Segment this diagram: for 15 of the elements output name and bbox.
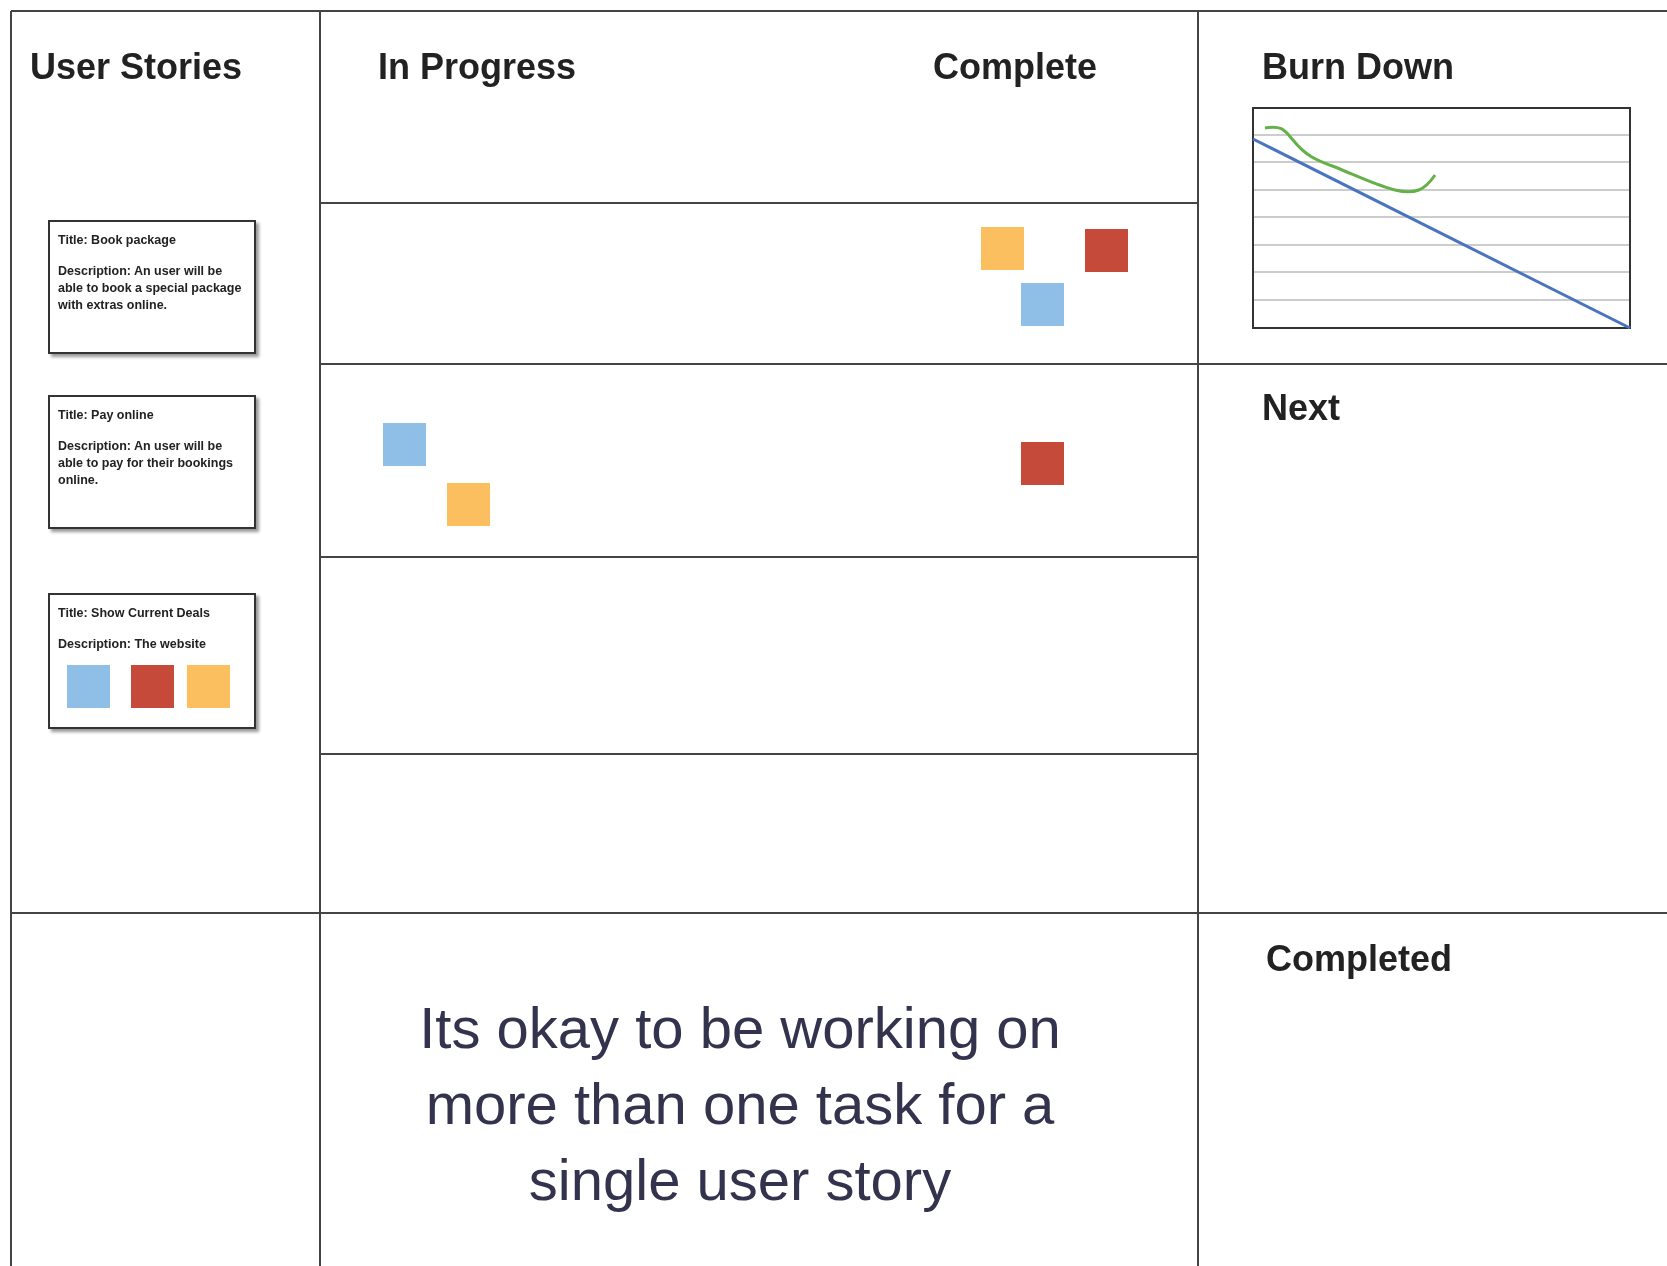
card-description: Description: An user will be able to pay for their bookings online. bbox=[58, 438, 235, 489]
card-title: Title: Show Current Deals bbox=[58, 605, 211, 622]
card-title: Title: Book package bbox=[58, 232, 177, 249]
panel-heading: Completed bbox=[1266, 938, 1452, 980]
note-text: Its okay to be working on more than one task for a single user story bbox=[418, 994, 1062, 1214]
card-description: Description: The website bbox=[58, 636, 207, 653]
panel-heading: Next bbox=[1262, 387, 1341, 429]
card-title: Title: Pay online bbox=[58, 407, 155, 424]
panel-heading: Burn Down bbox=[1262, 46, 1454, 88]
story-card bbox=[48, 220, 256, 354]
column-heading: User Stories bbox=[30, 46, 243, 88]
column-heading: In Progress bbox=[378, 46, 577, 88]
column-heading: Complete bbox=[933, 46, 1098, 88]
story-card bbox=[48, 395, 256, 529]
card-description: Description: An user will be able to book a special package with extras online. bbox=[58, 263, 243, 314]
